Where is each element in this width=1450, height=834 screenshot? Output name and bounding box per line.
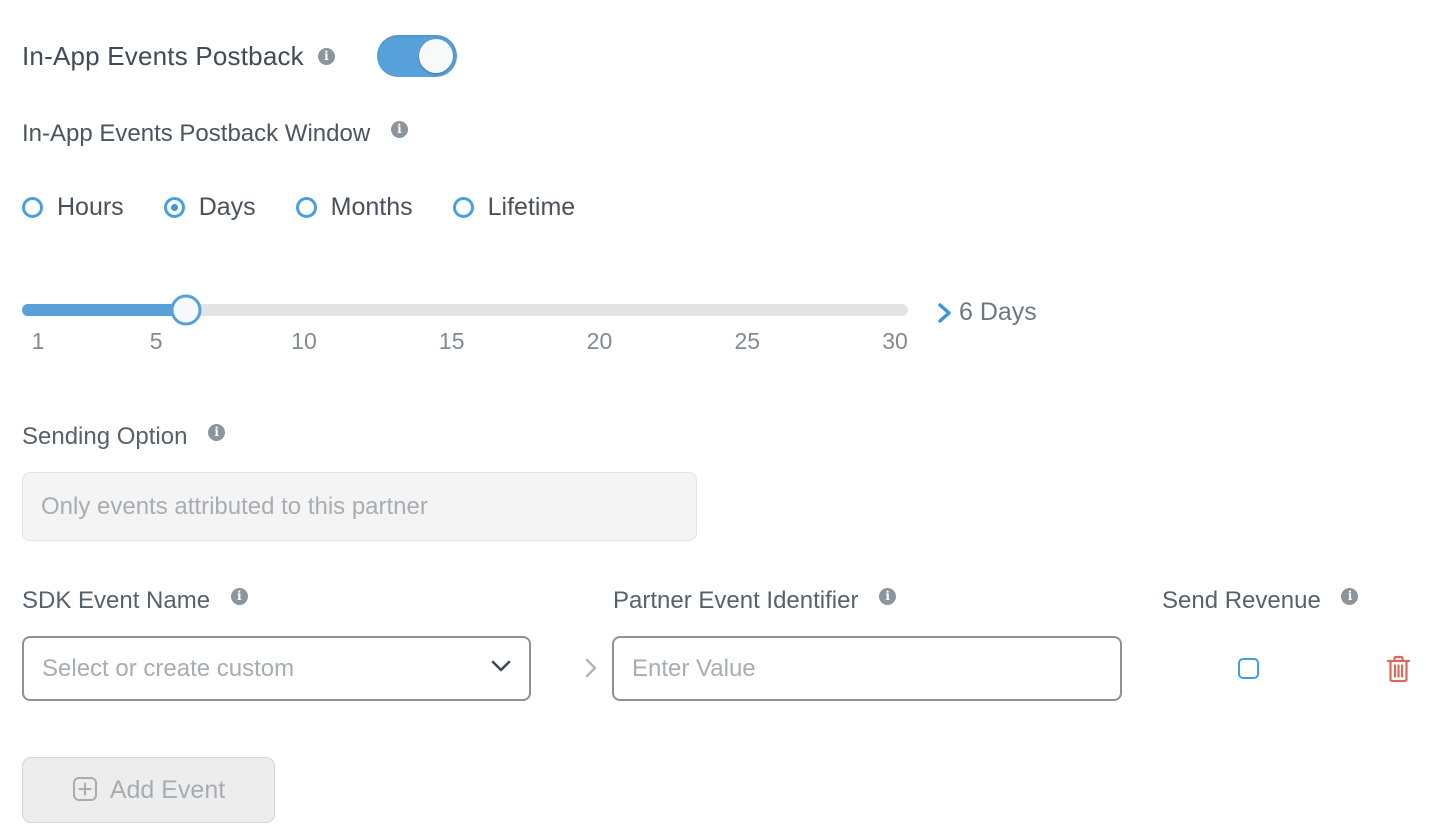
radio-label: Days (198, 193, 256, 221)
postback-toggle[interactable] (376, 35, 457, 77)
events-table-headers: SDK Event Name i Partner Event Identifie… (22, 587, 1428, 619)
info-icon[interactable]: i (208, 423, 226, 441)
slider-tick-label: 5 (149, 328, 163, 354)
sending-option-label: Sending Option (22, 423, 188, 450)
add-event-label: Add Event (109, 775, 226, 804)
info-icon[interactable]: i (1341, 587, 1359, 605)
slider-value-display: 6 Days (936, 298, 1037, 327)
trash-icon (1386, 655, 1411, 686)
column-header-label: SDK Event Name (22, 587, 211, 614)
postback-window-label-row: In-App Events Postback Window i (22, 120, 1428, 148)
radio-label: Lifetime (487, 193, 576, 221)
sending-option-value: Only events attributed to this partner (41, 492, 428, 520)
slider-tick-label: 25 (734, 328, 761, 354)
chevron-right-icon (936, 302, 953, 324)
slider-tick-label: 1 (31, 328, 45, 354)
column-header-sdk-event-name: SDK Event Name i (22, 587, 248, 615)
radio-icon (22, 197, 43, 218)
sending-option-label-row: Sending Option i (22, 423, 1428, 451)
radio-icon (163, 197, 185, 218)
toggle-knob (418, 39, 453, 73)
radio-option-months[interactable]: Months (295, 193, 413, 222)
send-revenue-checkbox[interactable] (1238, 658, 1259, 679)
slider-tick-label: 15 (438, 328, 465, 354)
sending-option-field[interactable]: Only events attributed to this partner (22, 472, 697, 541)
radio-option-hours[interactable]: Hours (22, 193, 124, 222)
radio-option-days[interactable]: Days (163, 193, 256, 222)
slider-track[interactable] (22, 294, 908, 326)
postback-window-label: In-App Events Postback Window (22, 120, 371, 147)
info-icon[interactable]: i (390, 120, 408, 138)
delete-event-button[interactable] (1386, 655, 1411, 686)
sdk-event-name-select[interactable]: Select or create custom (22, 636, 531, 701)
page-title: In-App Events Postback (22, 40, 304, 71)
radio-option-lifetime[interactable]: Lifetime (452, 193, 576, 222)
radio-icon (452, 197, 474, 218)
input-placeholder: Enter Value (632, 654, 756, 682)
slider-value-text: 6 Days (959, 298, 1037, 326)
chevron-right-icon (584, 656, 598, 685)
partner-event-identifier-input[interactable]: Enter Value (612, 636, 1122, 701)
radio-icon (295, 197, 317, 218)
slider-tick-label: 20 (586, 328, 613, 354)
radio-label: Months (330, 193, 413, 221)
column-header-label: Partner Event Identifier (613, 587, 859, 614)
slider-tick-label: 30 (882, 328, 908, 354)
info-icon[interactable]: i (230, 587, 248, 605)
select-placeholder: Select or create custom (42, 654, 295, 682)
column-header-label: Send Revenue (1162, 587, 1321, 614)
radio-label: Hours (57, 193, 124, 221)
slider-tick-label: 10 (291, 328, 317, 354)
column-header-send-revenue: Send Revenue i (1162, 587, 1359, 615)
info-icon[interactable]: i (317, 47, 335, 65)
event-mapping-row: Select or create custom Enter Value (22, 636, 1428, 701)
postback-title-row: In-App Events Postback i (22, 34, 1428, 78)
add-event-button[interactable]: Add Event (22, 757, 275, 823)
column-header-partner-event-identifier: Partner Event Identifier i (613, 587, 897, 615)
plus-square-icon (72, 776, 98, 805)
info-icon[interactable]: i (879, 587, 897, 605)
slider-handle[interactable] (170, 294, 202, 326)
slider-fill (22, 304, 186, 316)
chevron-down-icon (491, 660, 511, 678)
window-unit-radio-group: Hours Days Months Lifetime (22, 193, 1428, 222)
